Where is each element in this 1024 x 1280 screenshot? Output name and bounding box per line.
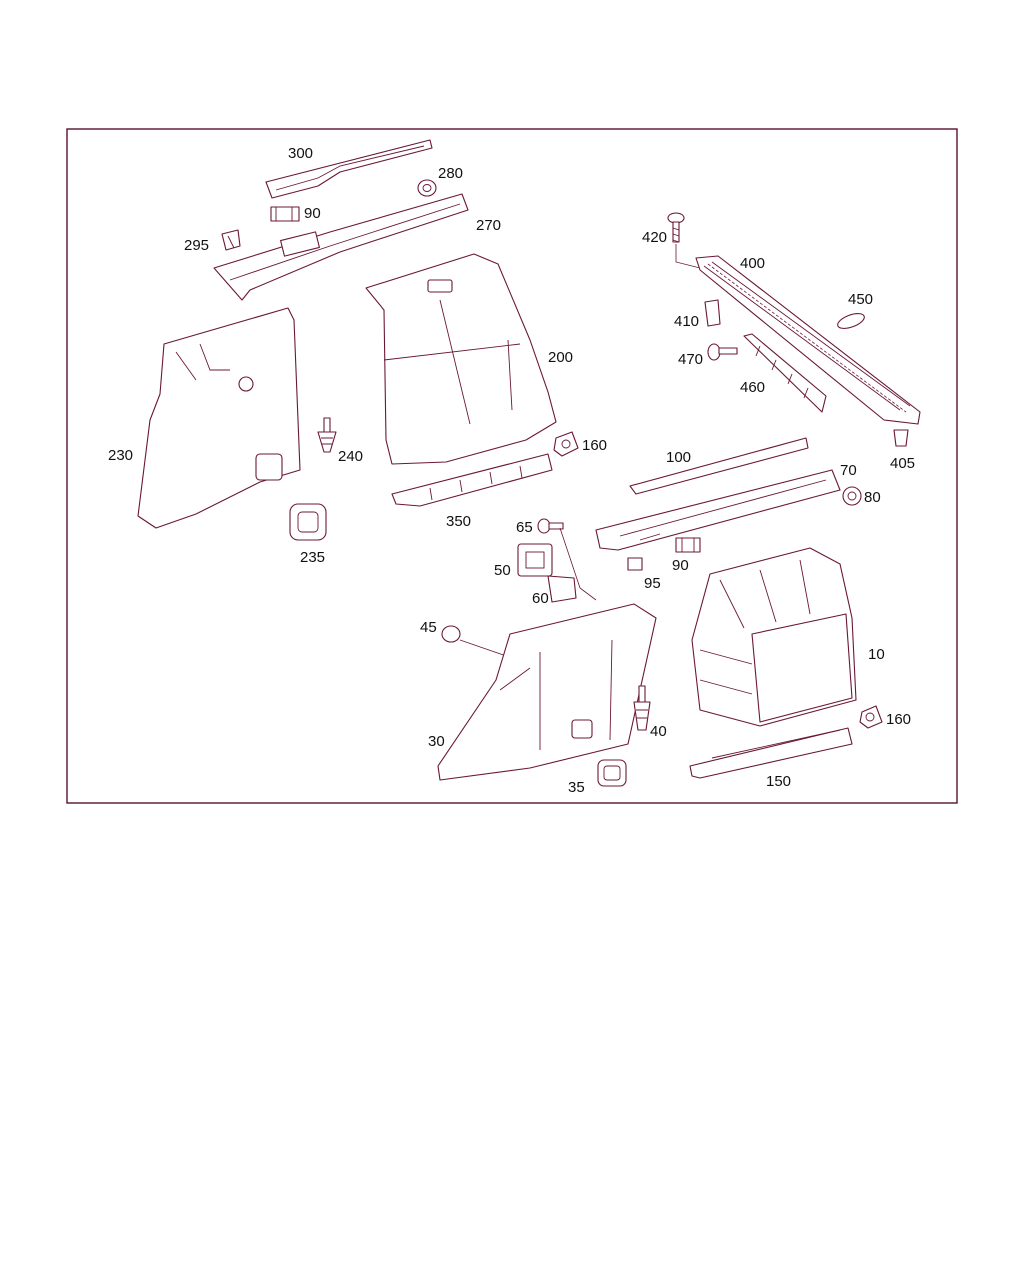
callout-60: 60 [532,590,549,607]
callout-460: 460 [740,379,765,396]
part-300-trim-strip [265,139,433,199]
part-35-handle [597,759,627,787]
callout-280: 280 [438,165,463,182]
part-95-clip [627,557,643,571]
part-295-clip [221,229,241,251]
part-160-nut-upper [553,431,579,457]
part-450-pad [837,313,865,329]
part-90-clip-upper [270,206,300,222]
callout-295: 295 [184,237,209,254]
callout-200: 200 [548,349,573,366]
part-90-clip-lower [675,537,701,553]
callout-50: 50 [494,562,511,579]
callout-420: 420 [642,229,667,246]
callout-10: 10 [868,646,885,663]
part-200-side-panel [365,253,557,465]
part-270-pillar-trim [213,193,469,301]
callout-40: 40 [650,723,667,740]
part-350-rail [391,453,553,507]
part-410-clip [704,299,721,327]
part-150-lower-rail [689,727,853,779]
callout-45: 45 [420,619,437,636]
part-460-strip [743,333,827,413]
part-240-screw [317,417,337,453]
part-45-grommet [441,625,513,659]
callout-450: 450 [848,291,873,308]
callout-270: 270 [476,217,501,234]
callout-95: 95 [644,575,661,592]
callout-230: 230 [108,447,133,464]
callout-30: 30 [428,733,445,750]
callout-150: 150 [766,773,791,790]
callout-labels: 300 280 90 270 295 420 400 450 410 470 4… [108,145,915,796]
part-30-lower-trim [437,603,657,781]
callout-240: 240 [338,448,363,465]
callout-410: 410 [674,313,699,330]
callout-350: 350 [446,513,471,530]
callout-70: 70 [840,462,857,479]
part-420-screw [667,212,709,271]
part-400-sill-cover [695,255,921,425]
part-40-screw [633,685,651,731]
diagram-frame [66,128,958,804]
callout-100: 100 [666,449,691,466]
part-80-nut [842,486,862,506]
callout-235: 235 [300,549,325,566]
callout-65: 65 [516,519,533,536]
callout-35: 35 [568,779,585,796]
callout-90-lower: 90 [672,557,689,574]
callout-400: 400 [740,255,765,272]
callout-160-upper: 160 [582,437,607,454]
part-235-handle [289,503,327,541]
callout-405: 405 [890,455,915,472]
part-65-screw [537,518,597,601]
part-160-nut-lower [859,705,883,729]
part-280-grommet [417,179,437,197]
callout-300: 300 [288,145,313,162]
part-100-cover-strip [629,437,809,495]
part-405-clip [893,429,909,447]
callout-90-upper: 90 [304,205,321,222]
part-70-sill-panel [595,469,841,551]
part-50-bracket [517,543,553,577]
part-60-connector [547,575,577,603]
callout-80: 80 [864,489,881,506]
part-10-storage-tray [691,547,857,727]
callout-470: 470 [678,351,703,368]
part-470-screw [707,343,738,361]
part-230-left-trim [137,307,301,529]
callout-160-lower: 160 [886,711,911,728]
